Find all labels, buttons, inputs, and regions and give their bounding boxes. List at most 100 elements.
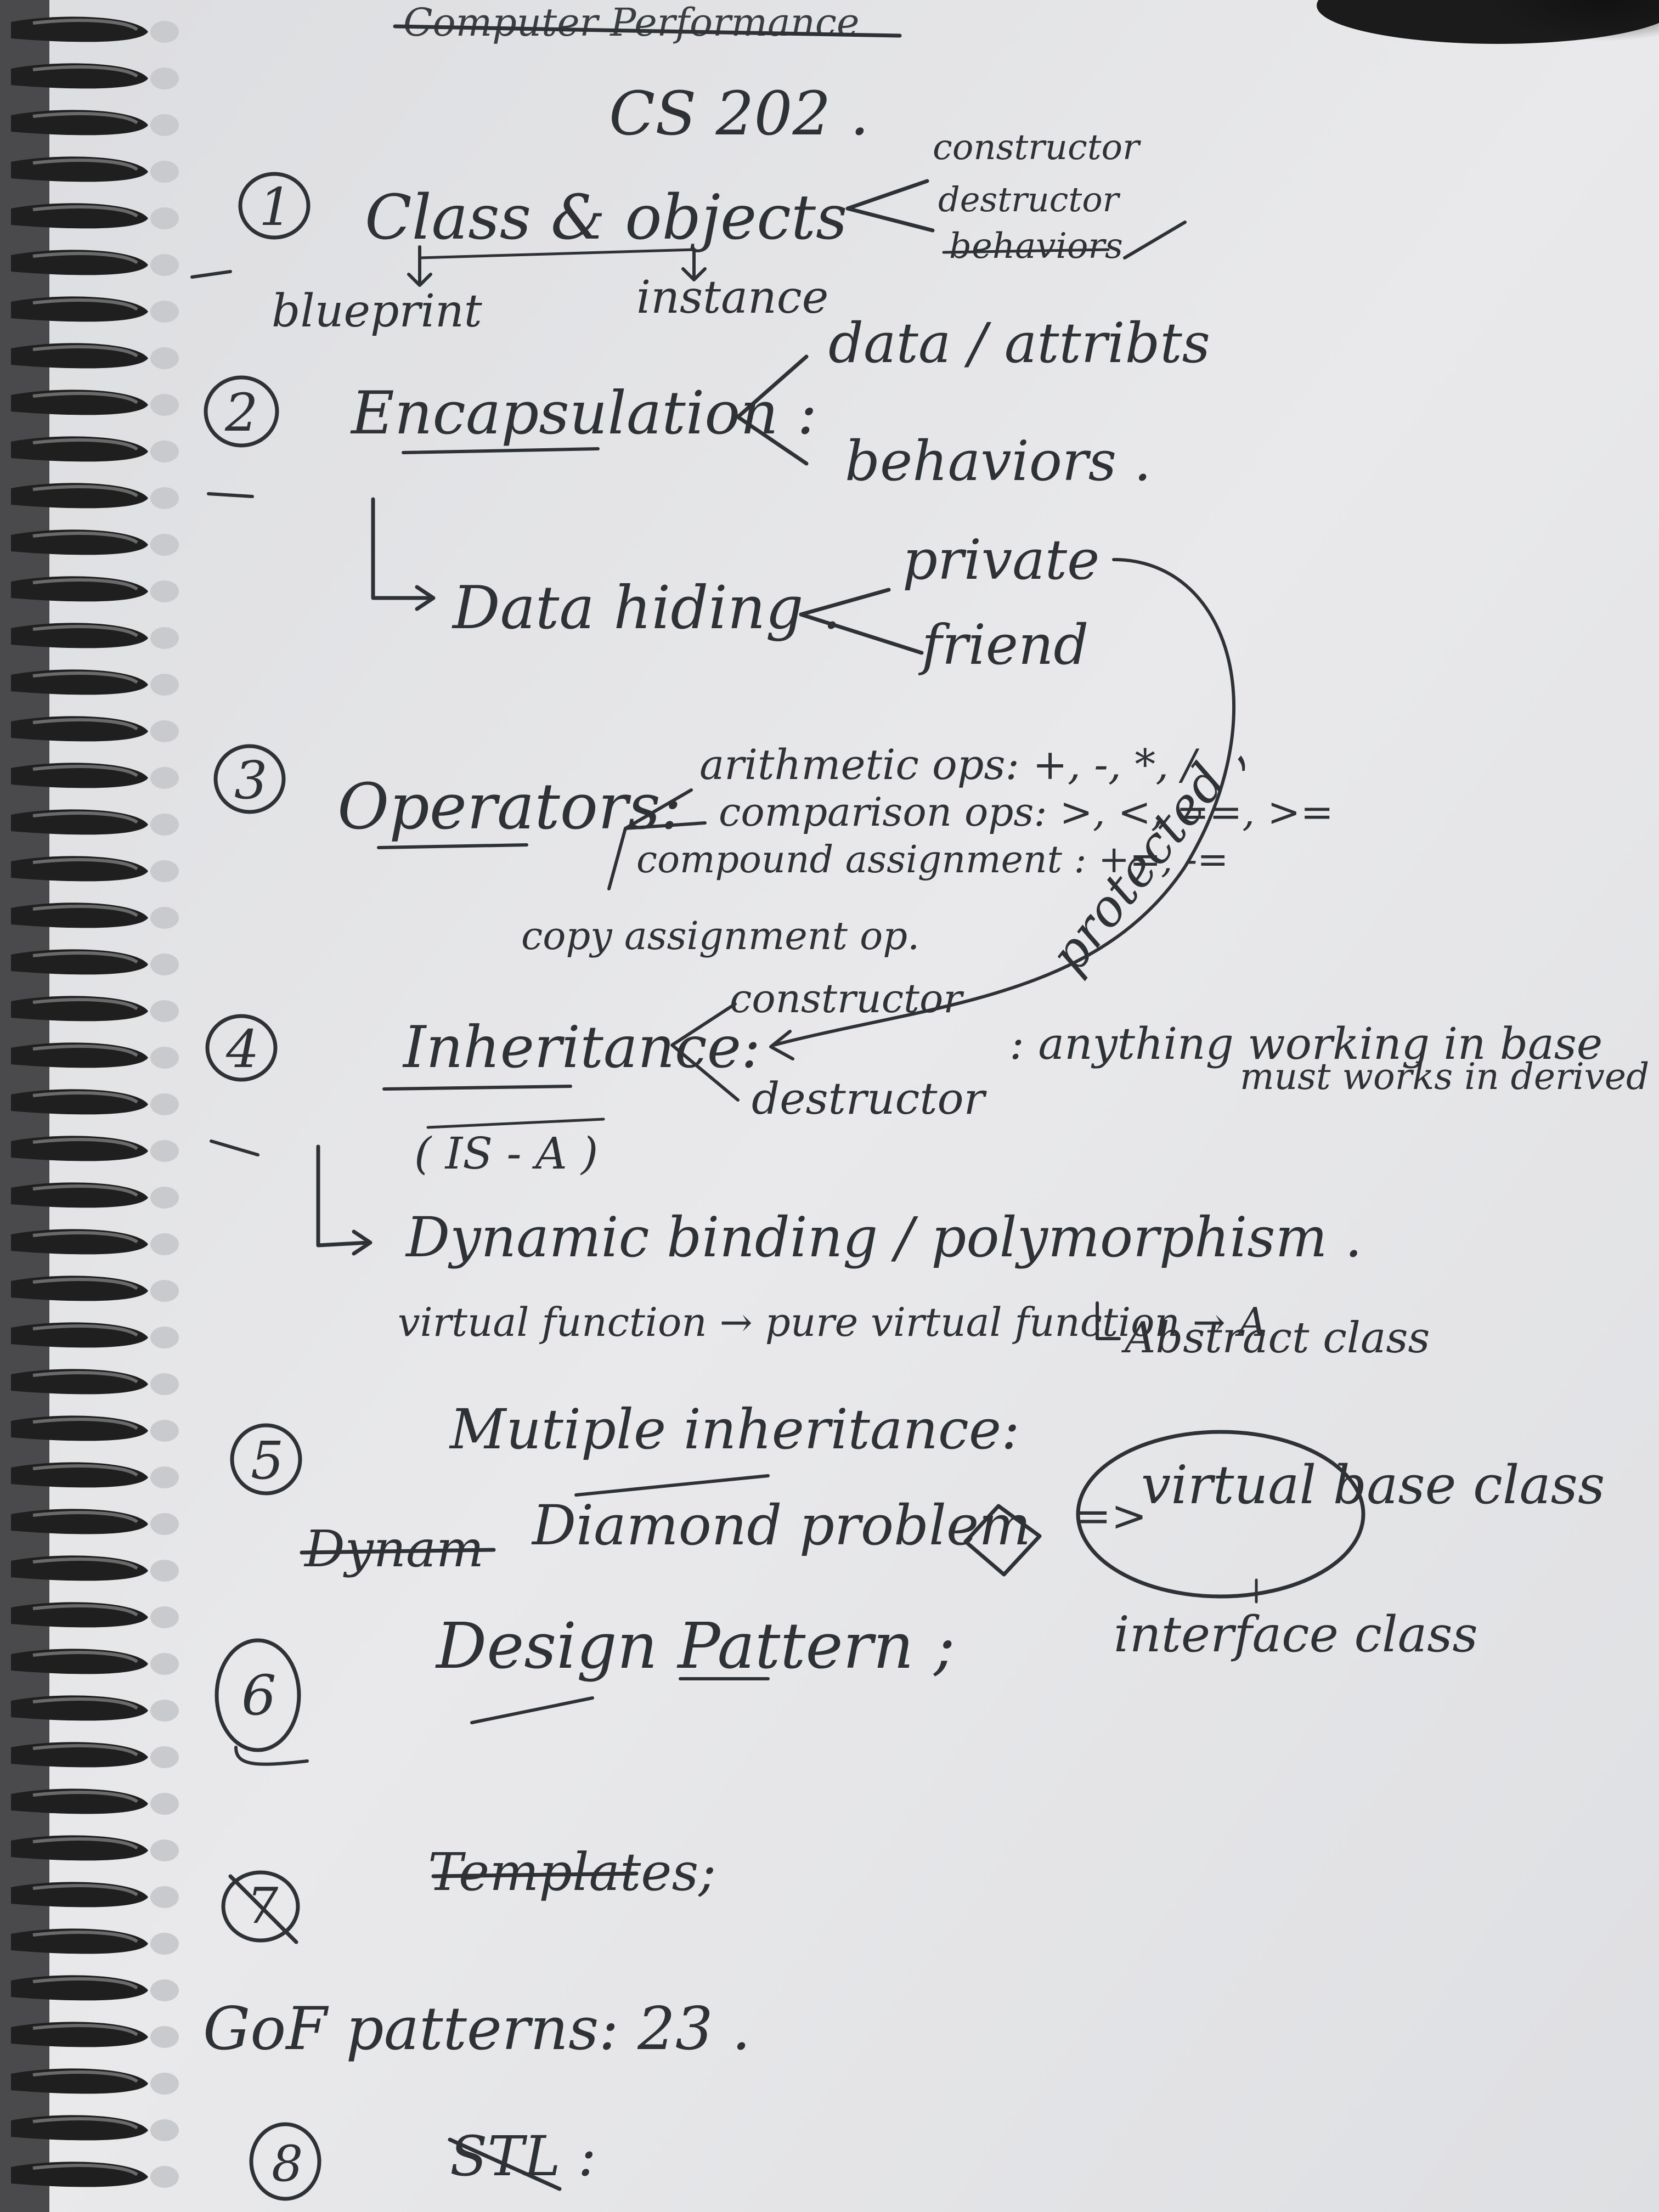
title-strike-line — [393, 24, 902, 38]
spiral-ring — [11, 669, 179, 696]
spiral-ring — [11, 1462, 179, 1488]
operator-items: arithmetic ops: +, -, *, /comparison ops… — [521, 740, 1334, 958]
instance-label: instance — [636, 272, 828, 324]
section-3-circle — [213, 744, 286, 814]
spiral-ring — [11, 623, 179, 649]
spiral-ring — [11, 1229, 179, 1255]
section-2-number: 2 — [224, 383, 258, 443]
spiral-ring — [11, 1882, 179, 1908]
encap-branch — [736, 354, 809, 466]
arrow-instance — [681, 251, 707, 281]
spiral-ring — [11, 1136, 179, 1162]
spiral-ring — [11, 1042, 179, 1069]
spiral-ring — [11, 1182, 179, 1209]
course-title: CS 202 . — [609, 78, 869, 149]
side-dash — [1123, 221, 1187, 259]
abstract-arrow — [1096, 1301, 1121, 1340]
section-1-number: 1 — [259, 177, 292, 238]
bar-class-objects — [418, 248, 696, 259]
templates-title: Templates; — [428, 1842, 716, 1903]
stl-title: STL : — [450, 2124, 596, 2188]
spiral-ring — [11, 1415, 179, 1442]
left-dash-1 — [190, 270, 232, 279]
spiral-ring — [11, 110, 179, 136]
spiral-ring — [11, 16, 179, 43]
spiral-ring — [11, 576, 179, 602]
section-6-title: Design Pattern ; — [435, 1610, 955, 1683]
inherit-destructor: destructor — [752, 1073, 988, 1124]
private-label: private — [902, 528, 1099, 592]
spiral-ring — [11, 1742, 179, 1768]
spiral-ring — [11, 716, 179, 742]
left-dash-4 — [210, 1139, 259, 1156]
data-hiding-title: Data hiding . — [452, 574, 841, 642]
spiral-ring — [11, 1369, 179, 1395]
is-a-label: ( IS - A ) — [414, 1128, 598, 1179]
stl-strike — [448, 2137, 562, 2191]
spiral-binding — [11, 16, 179, 2188]
encap-branch-2: behaviors . — [845, 429, 1152, 493]
spiral-ring — [11, 856, 179, 882]
spiral-ring — [11, 1089, 179, 1115]
spiral-ring — [11, 2022, 179, 2048]
spiral-ring — [11, 763, 179, 789]
equals-arrow: => — [1075, 1492, 1147, 1541]
struck-word-line — [300, 1548, 496, 1555]
section-2-title: Encapsulation : — [350, 379, 817, 448]
operator-item: arithmetic ops: +, -, *, / — [699, 740, 1200, 789]
spiral-ring — [11, 1835, 179, 1861]
section-6-tail — [234, 1746, 309, 1766]
section-6-number: 6 — [241, 1663, 276, 1728]
operator-item: comparison ops: >, <, ==, >= — [719, 789, 1334, 835]
hiding-branch — [799, 588, 924, 655]
section-5-title: Mutiple inheritance: — [449, 1397, 1020, 1462]
spiral-ring — [11, 949, 179, 975]
spiral-ring — [11, 529, 179, 556]
spiral-ring — [11, 1322, 179, 1348]
spiral-ring — [11, 1695, 179, 1722]
crossed-title: Computer Performance — [403, 0, 859, 45]
spiral-ring — [11, 390, 179, 416]
spiral-ring — [11, 1276, 179, 1302]
spiral-ring — [11, 296, 179, 323]
spiral-ring — [11, 2115, 179, 2141]
friend-label: friend — [918, 613, 1088, 677]
spiral-ring — [11, 1788, 179, 1815]
section-4-circle — [205, 1014, 278, 1082]
inherit-note-2: must works in derived — [1240, 1056, 1649, 1098]
spiral-ring — [11, 250, 179, 276]
section-5-circle — [230, 1423, 302, 1496]
spiral-ring — [11, 343, 179, 369]
section-4-number: 4 — [225, 1019, 259, 1080]
operators-underline — [377, 843, 528, 849]
abstract-class: Abstract class — [1121, 1313, 1430, 1363]
spiral-ring — [11, 2068, 179, 2095]
section-2-circle — [204, 375, 279, 448]
inheritance-underline — [382, 1085, 572, 1091]
spiral-ring — [11, 1649, 179, 1675]
inheritance-branch — [670, 1002, 740, 1102]
design-underline-1 — [470, 1696, 594, 1724]
multiple-underline — [574, 1474, 770, 1497]
side-item: destructor — [938, 179, 1121, 219]
encapsulation-underline — [402, 447, 600, 454]
side-strike — [942, 248, 1110, 254]
diamond-problem: Diamond problem — [531, 1493, 1031, 1558]
spiral-ring — [11, 156, 179, 183]
blueprint-label: blueprint — [272, 285, 483, 337]
section-5-number: 5 — [251, 1431, 284, 1491]
arrow-from-side-items — [845, 179, 935, 233]
spiral-ring — [11, 1928, 179, 1955]
section-3-number: 3 — [234, 751, 267, 811]
virtual-function-line: virtual function → pure virtual function… — [398, 1299, 1267, 1345]
encap-branch-1: data / attribts — [828, 311, 1210, 375]
spiral-ring — [11, 1509, 179, 1535]
left-dash-2 — [207, 492, 254, 498]
side-item: constructor — [933, 127, 1141, 168]
spiral-ring — [11, 902, 179, 929]
inherit-constructor: constructor — [730, 975, 964, 1022]
templates-strike — [431, 1871, 639, 1878]
